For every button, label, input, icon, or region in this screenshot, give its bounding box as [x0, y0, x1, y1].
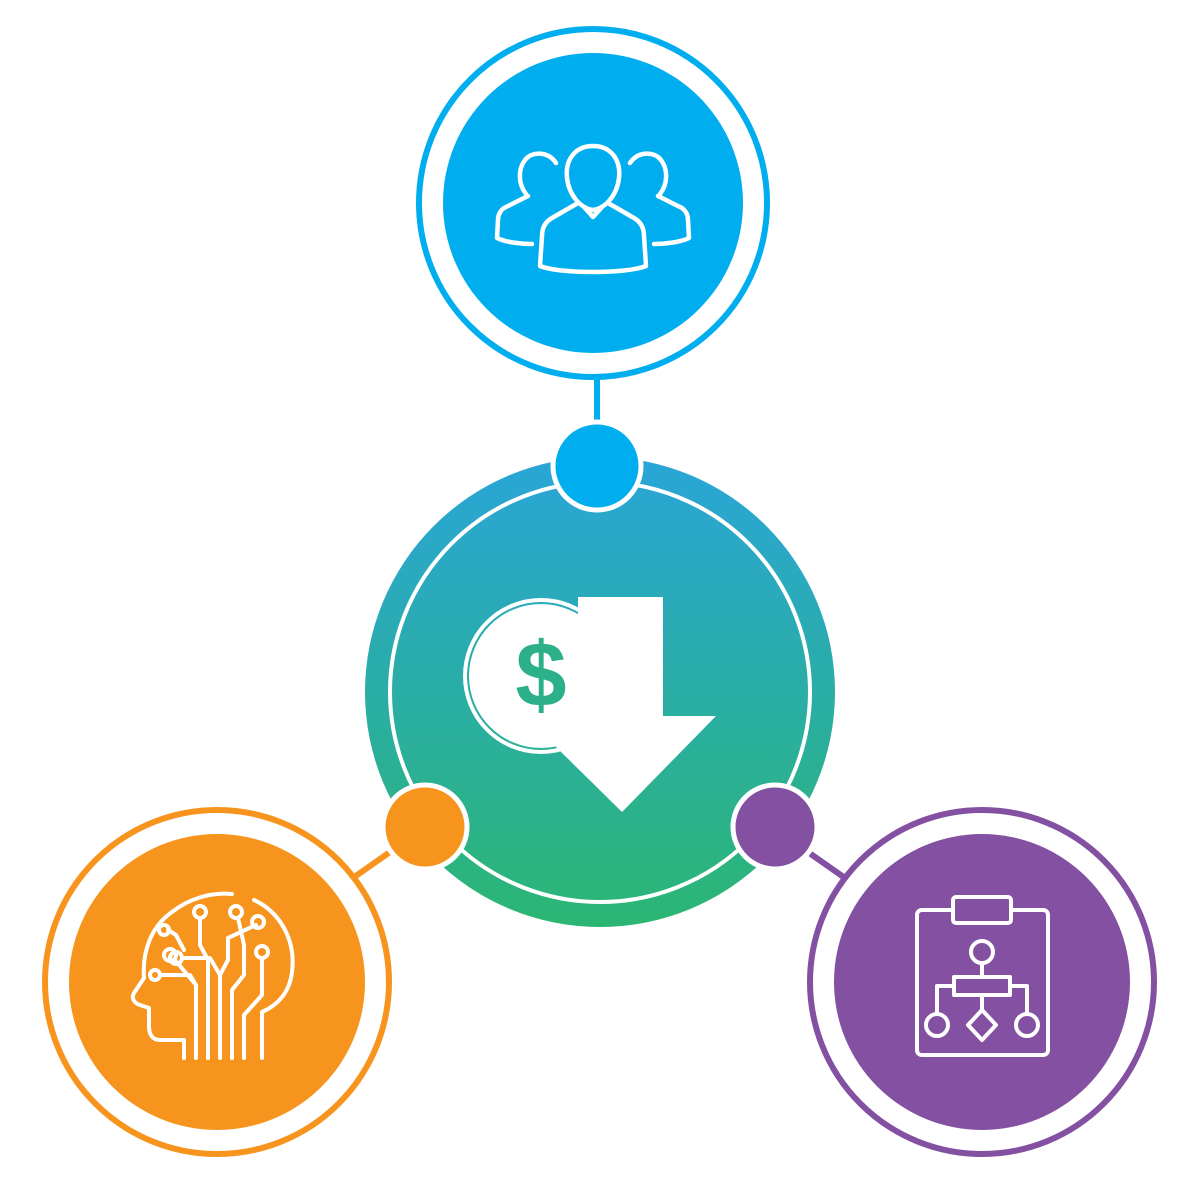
central-hub: $	[365, 457, 835, 927]
connector-dot-top	[550, 419, 644, 513]
dollar-down-arrow-icon: $	[463, 597, 716, 812]
node-right	[807, 807, 1157, 1157]
node-left	[42, 807, 392, 1157]
node-top	[416, 26, 770, 380]
ai-brain-head-icon	[130, 891, 295, 1060]
dollar-symbol: $	[515, 624, 566, 726]
team-people-icon	[494, 143, 692, 275]
connector-dot-right	[730, 782, 820, 872]
flowchart-clipboard-icon	[915, 895, 1050, 1057]
coin-circle	[469, 604, 613, 748]
connector-dot-left	[380, 782, 470, 872]
